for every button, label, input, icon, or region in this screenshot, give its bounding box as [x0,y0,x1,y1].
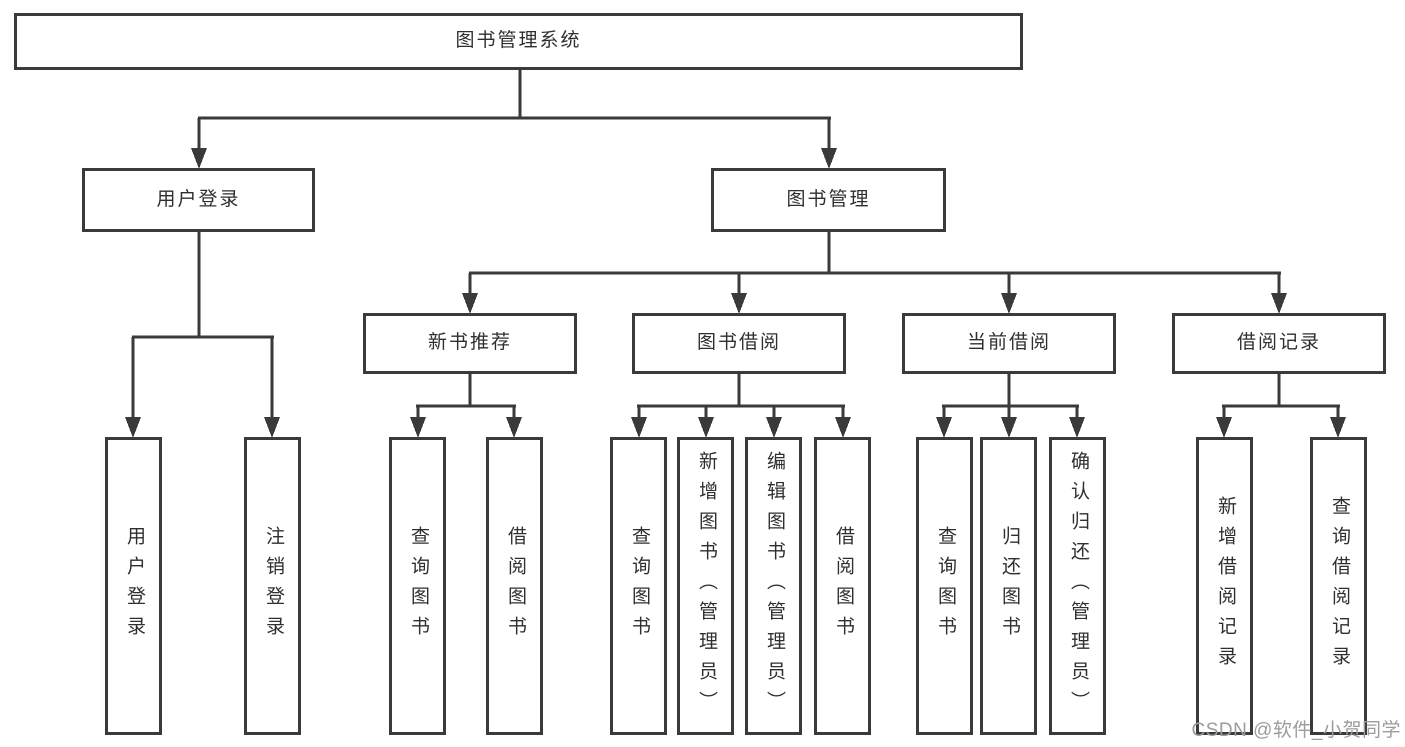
leaf-query-borrow-record-label: 查询借阅记录 [1328,496,1350,676]
connector-new-book-recommend-to-leaves [410,373,522,438]
arrow-head [264,417,280,438]
leaf-user-login-label: 用户登录 [123,526,145,646]
node-book-management-label: 图书管理 [786,188,871,210]
connector-borrow-records-to-leaves [1216,373,1346,438]
node-book-management: 图书管理 [711,168,946,232]
arrow-head [506,417,522,438]
arrow-head [1330,417,1346,438]
node-book-borrow-label: 图书借阅 [696,332,781,354]
leaf-add-books-admin: 新增图书（管理员） [677,437,734,735]
node-user-login-label: 用户登录 [156,188,241,210]
node-new-book-recommend: 新书推荐 [363,313,577,374]
node-current-borrow-label: 当前借阅 [966,332,1051,354]
node-borrow-records-label: 借阅记录 [1236,332,1321,354]
connector-book-borrow-to-leaves [631,373,851,438]
arrow-head [936,417,952,438]
leaf-return-books-label: 归还图书 [998,526,1020,646]
leaf-query-books-current: 查询图书 [916,437,973,735]
leaf-query-books-recommend: 查询图书 [389,437,446,735]
arrow-head [191,148,207,169]
connector-root-to-level2 [191,70,837,169]
leaf-query-borrow-record: 查询借阅记录 [1310,437,1367,735]
leaf-add-borrow-record-label: 新增借阅记录 [1214,496,1236,676]
arrow-head [766,417,782,438]
leaf-edit-books-admin-label: 编辑图书（管理员） [763,451,785,721]
leaf-confirm-return-admin: 确认归还（管理员） [1049,437,1106,735]
node-user-login: 用户登录 [82,168,315,232]
leaf-query-books-borrow: 查询图书 [610,437,667,735]
leaf-add-borrow-record: 新增借阅记录 [1196,437,1253,735]
leaf-borrow-books-recommend: 借阅图书 [486,437,543,735]
arrow-head [462,293,478,314]
leaf-user-login: 用户登录 [105,437,162,735]
arrow-head [1001,293,1017,314]
leaf-borrow-books-borrow-label: 借阅图书 [832,526,854,646]
connector-current-borrow-to-leaves [936,373,1085,438]
node-book-borrow: 图书借阅 [632,313,846,374]
arrow-head [1271,293,1287,314]
arrow-head [631,417,647,438]
leaf-edit-books-admin: 编辑图书（管理员） [745,437,802,735]
leaf-query-books-current-label: 查询图书 [934,526,956,646]
arrow-head [125,417,141,438]
node-root-label: 图书管理系统 [455,30,582,52]
connector-user-login-to-leaves [125,231,280,438]
arrow-head [1216,417,1232,438]
leaf-borrow-books-recommend-label: 借阅图书 [504,526,526,646]
arrow-head [835,417,851,438]
arrow-head [1069,417,1085,438]
arrow-head [821,148,837,169]
arrow-head [1001,417,1017,438]
node-root: 图书管理系统 [14,13,1023,70]
watermark: CSDN @软件_小贺同学 [1191,720,1401,741]
node-borrow-records: 借阅记录 [1172,313,1386,374]
leaf-query-books-recommend-label: 查询图书 [407,526,429,646]
leaf-logout-login: 注销登录 [244,437,301,735]
arrow-head [731,293,747,314]
leaf-query-books-borrow-label: 查询图书 [628,526,650,646]
arrow-head [410,417,426,438]
connector-book-management-to-level3 [462,231,1287,314]
leaf-confirm-return-admin-label: 确认归还（管理员） [1067,451,1089,721]
leaf-add-books-admin-label: 新增图书（管理员） [695,451,717,721]
node-new-book-recommend-label: 新书推荐 [427,332,512,354]
node-current-borrow: 当前借阅 [902,313,1116,374]
leaf-return-books: 归还图书 [980,437,1037,735]
leaf-borrow-books-borrow: 借阅图书 [814,437,871,735]
leaf-logout-login-label: 注销登录 [262,526,284,646]
arrow-head [698,417,714,438]
